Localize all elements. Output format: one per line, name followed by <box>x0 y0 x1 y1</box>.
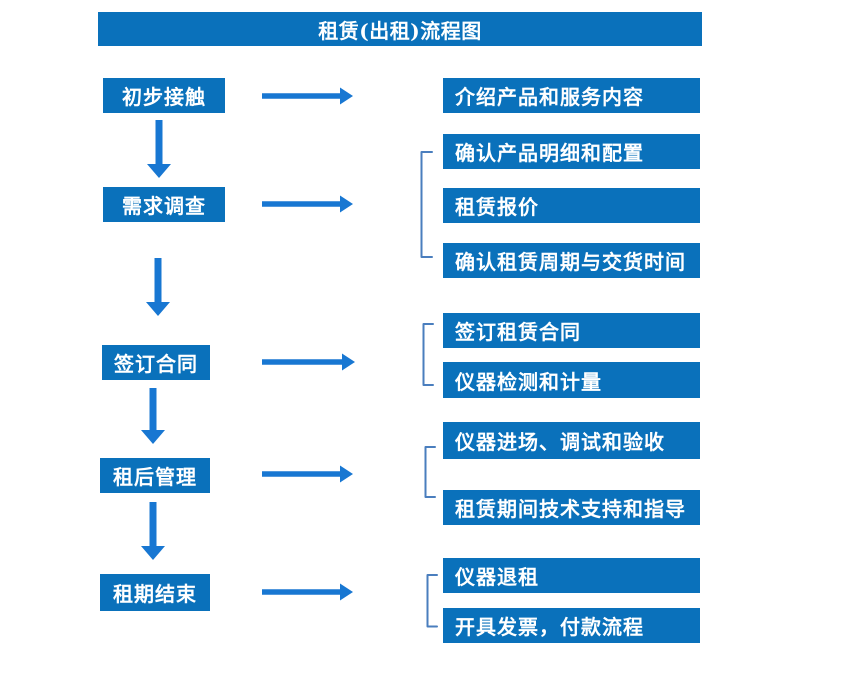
detail-box-instrument-return: 仪器退租 <box>443 558 700 593</box>
detail-box-technical-support: 租赁期间技术支持和指导 <box>443 490 700 525</box>
stage-box-sign-contract: 签订合同 <box>102 345 210 380</box>
bracket-group-sign-contract <box>422 323 434 386</box>
stage-box-demand-survey: 需求调查 <box>103 187 225 222</box>
stage-box-initial-contact: 初步接触 <box>103 78 225 113</box>
bracket-group-post-rental <box>424 446 436 498</box>
detail-box-instrument-setup-acceptance: 仪器进场、调试和验收 <box>443 422 700 459</box>
arrow-right-icon-4 <box>262 465 353 483</box>
stage-box-post-rental-management: 租后管理 <box>100 458 210 493</box>
bracket-group-demand-survey <box>420 151 433 258</box>
arrow-right-icon-3 <box>262 353 355 371</box>
arrow-down-icon-2 <box>146 258 170 316</box>
detail-box-sign-rental-contract: 签订租赁合同 <box>443 313 700 348</box>
arrow-down-icon-3 <box>141 388 165 444</box>
bracket-group-rental-end <box>426 574 438 628</box>
stage-box-rental-end: 租期结束 <box>100 574 210 611</box>
arrow-right-icon-5 <box>262 583 353 601</box>
detail-box-confirm-product-details: 确认产品明细和配置 <box>443 134 700 169</box>
detail-box-rental-quotation: 租赁报价 <box>443 188 700 223</box>
flowchart-title: 租赁(出租)流程图 <box>98 12 702 46</box>
detail-box-introduce-products: 介绍产品和服务内容 <box>443 78 700 113</box>
detail-box-instrument-testing: 仪器检测和计量 <box>443 362 700 398</box>
arrow-right-icon-2 <box>262 195 353 213</box>
detail-box-confirm-rental-period: 确认租赁周期与交货时间 <box>443 243 700 278</box>
arrow-down-icon-1 <box>147 120 171 178</box>
arrow-right-icon-1 <box>262 87 353 105</box>
detail-box-invoice-payment: 开具发票，付款流程 <box>443 608 700 643</box>
arrow-down-icon-4 <box>141 502 165 560</box>
